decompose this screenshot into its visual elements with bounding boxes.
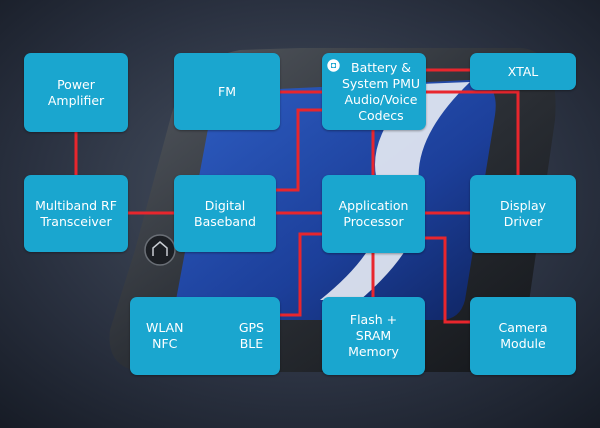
block-digital-baseband-label: Digital Baseband xyxy=(194,197,256,229)
block-battery-pmu: Battery & System PMU Audio/Voice Codecs xyxy=(322,53,426,130)
block-application-processor: Application Processor xyxy=(322,175,425,253)
block-flash-sram: Flash + SRAM Memory xyxy=(322,297,425,375)
block-power-amplifier-label: Power Amplifier xyxy=(47,76,105,108)
block-digital-baseband: Digital Baseband xyxy=(174,175,276,252)
block-gps-ble: GPS BLE xyxy=(239,297,264,375)
block-camera-module: Camera Module xyxy=(470,297,576,375)
block-power-amplifier: Power Amplifier xyxy=(24,53,128,132)
block-xtal: XTAL xyxy=(470,53,576,90)
block-camera-module-label: Camera Module xyxy=(498,320,548,351)
block-gps-ble-label: GPS BLE xyxy=(238,320,264,351)
block-battery-pmu-label: Battery & System PMU Audio/Voice Codecs xyxy=(341,59,421,123)
block-wireless: WLAN NFC GPS BLE xyxy=(130,297,280,375)
block-xtal-label: XTAL xyxy=(507,63,539,79)
block-application-processor-label: Application Processor xyxy=(338,198,409,229)
link-ap-camera xyxy=(425,236,470,324)
block-rf-transceiver-label: Multiband RF Transceiver xyxy=(35,197,117,229)
link-baseband-battery xyxy=(276,108,322,192)
block-fm-label: FM xyxy=(218,83,236,99)
block-rf-transceiver: Multiband RF Transceiver xyxy=(24,175,128,252)
block-display-driver: Display Driver xyxy=(470,175,576,253)
block-display-driver-label: Display Driver xyxy=(499,198,547,229)
logo-icon xyxy=(327,59,340,72)
block-wlan-nfc-label: WLAN NFC xyxy=(146,320,184,351)
block-fm: FM xyxy=(174,53,280,130)
block-flash-sram-label: Flash + SRAM Memory xyxy=(348,312,399,359)
link-ap-wlan xyxy=(280,232,322,317)
link-battery-display xyxy=(426,90,520,175)
block-wlan-nfc: WLAN NFC xyxy=(146,297,184,375)
